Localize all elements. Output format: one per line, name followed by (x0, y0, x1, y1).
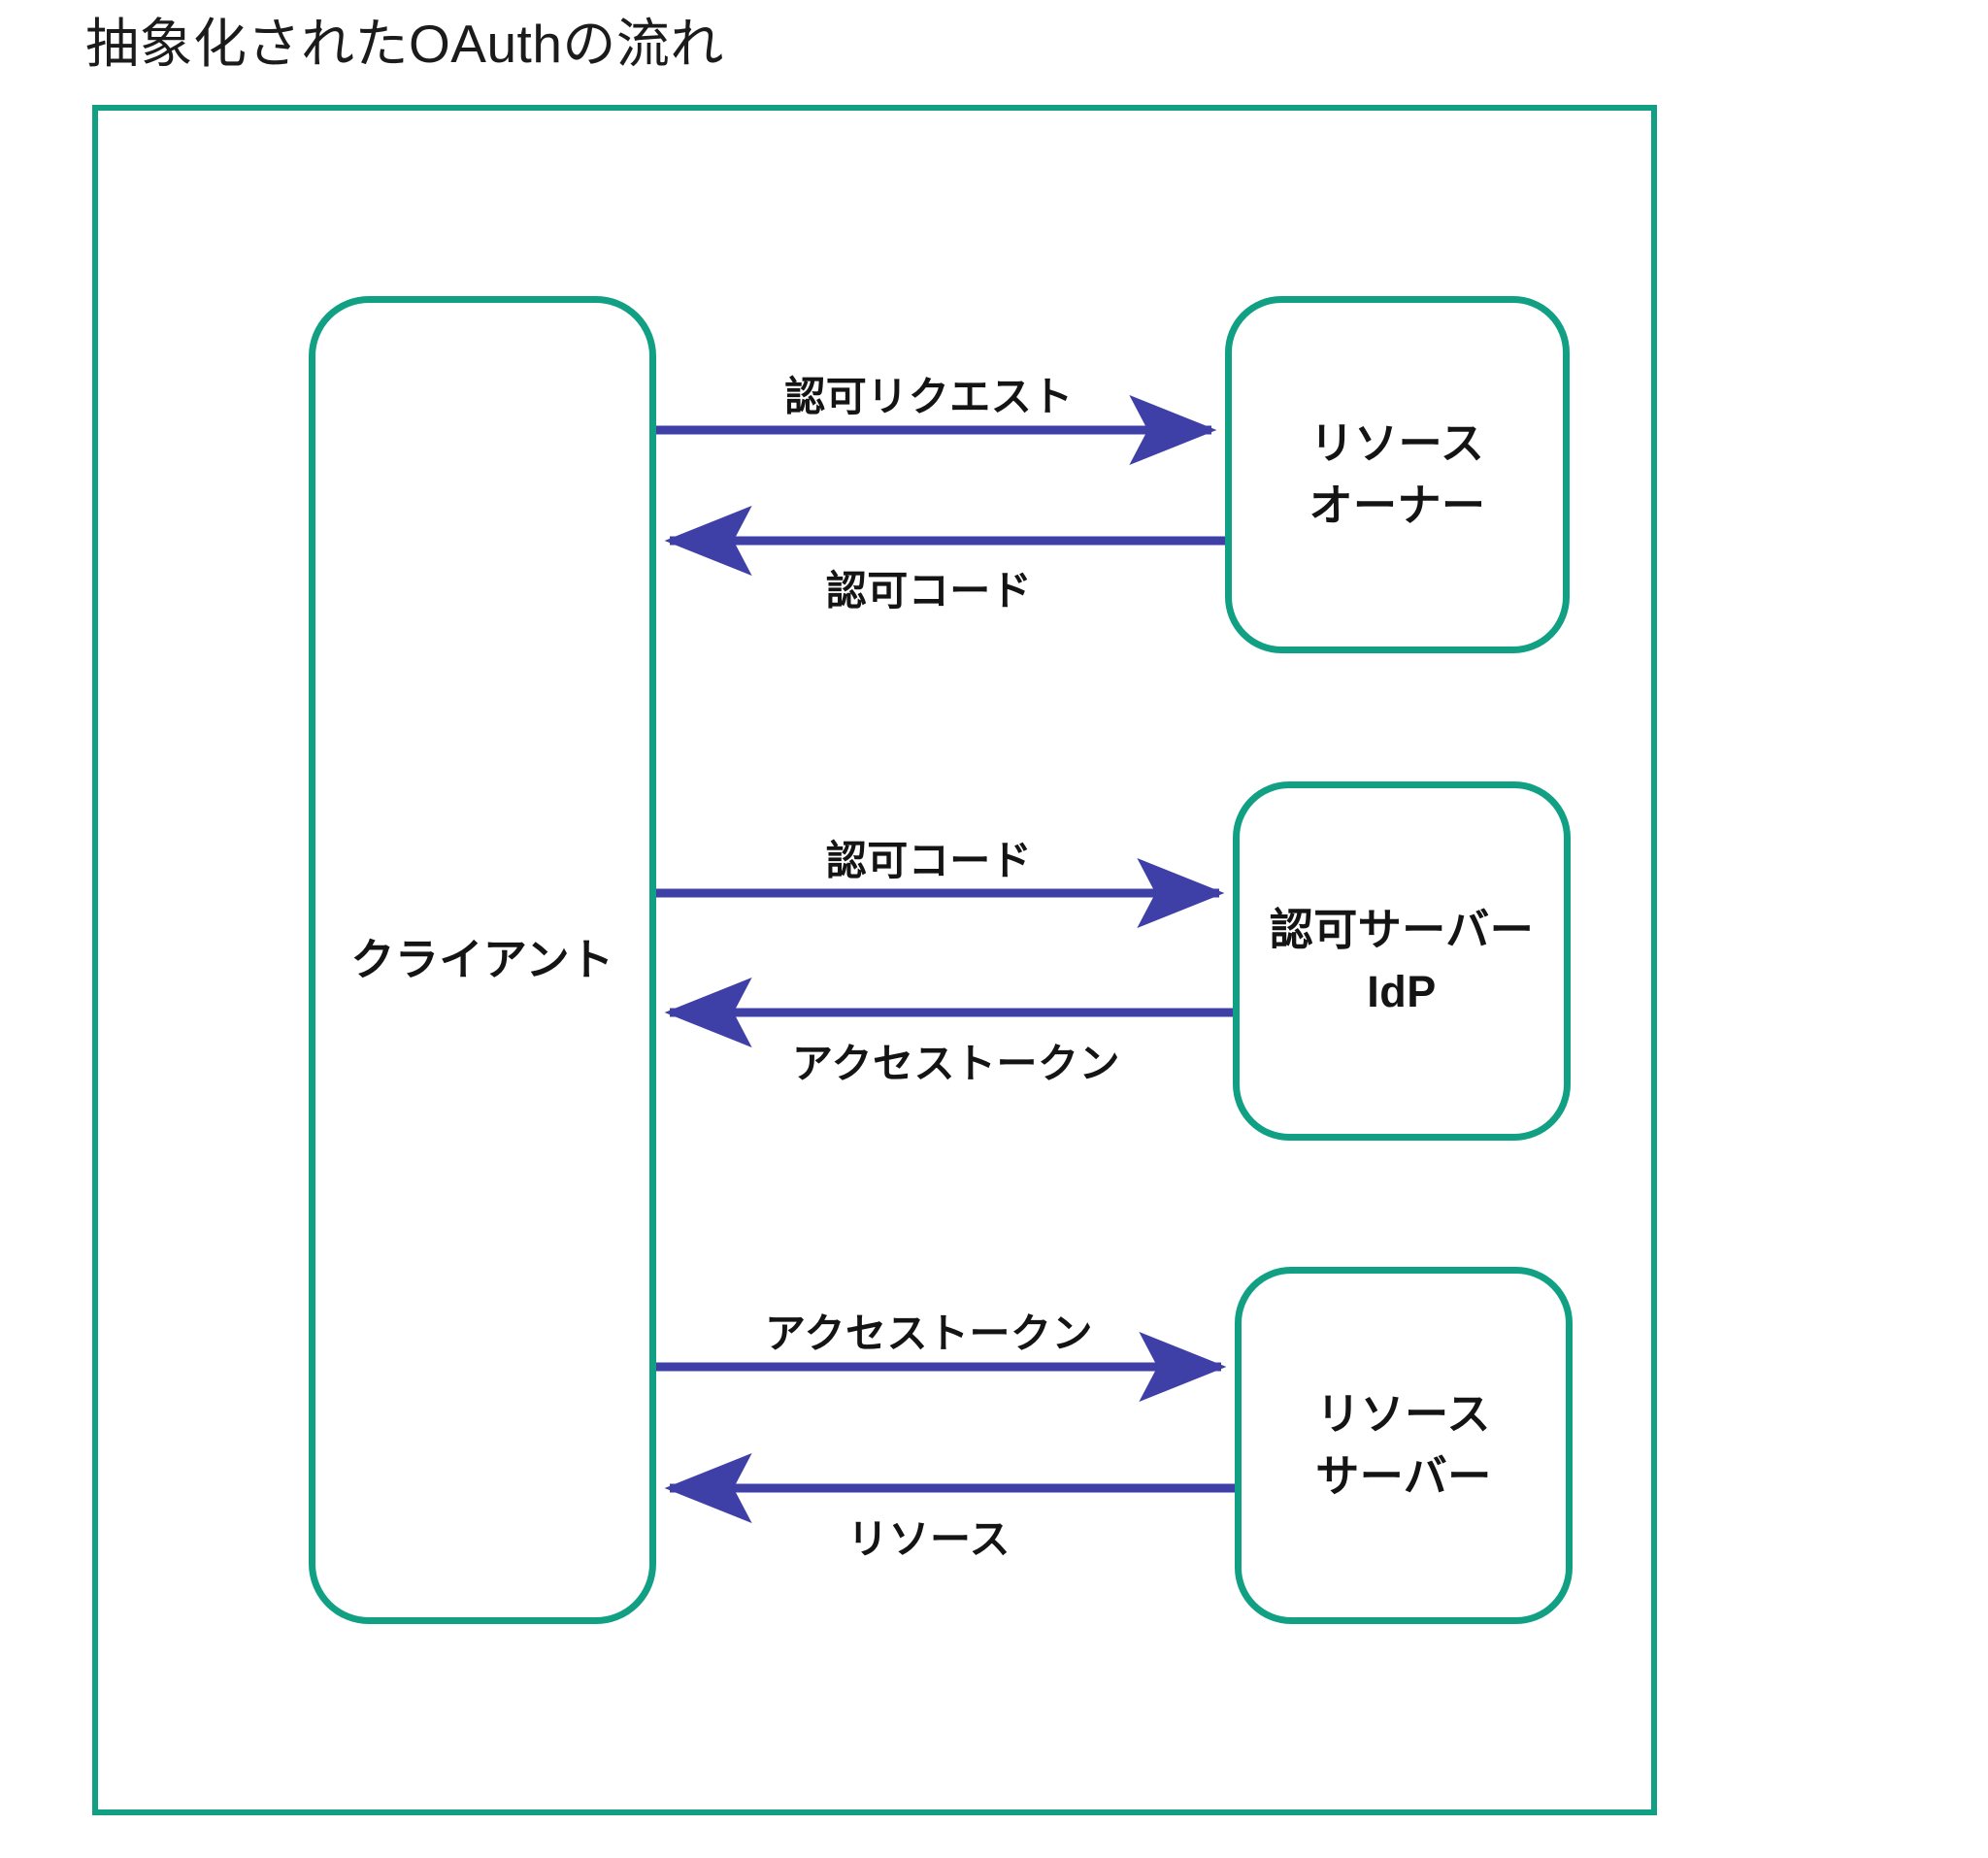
edge-label-auth-code-ro: 認可コード (825, 568, 1033, 614)
node-resource-owner-label: リソース オーナー (1309, 418, 1486, 530)
node-auth-server-label: 認可サーバー IdP (1269, 905, 1535, 1016)
node-client[interactable]: クライアント (309, 296, 656, 1624)
edge-label-resource: リソース (847, 1516, 1011, 1562)
page-title: 抽象化されたOAuthの流れ (85, 14, 724, 74)
edge-label-auth-request: 認可リクエスト (784, 374, 1074, 419)
node-client-label: クライアント (350, 935, 614, 985)
edge-label-access-token-rs: アクセストークン (765, 1311, 1093, 1356)
node-resource-owner[interactable]: リソース オーナー (1225, 296, 1570, 653)
diagram-frame (92, 105, 1657, 1815)
node-auth-server[interactable]: 認可サーバー IdP (1233, 781, 1571, 1141)
edge-label-auth-code-as: 認可コード (825, 838, 1033, 883)
edge-label-access-token-as: アクセストークン (792, 1041, 1120, 1086)
node-resource-server[interactable]: リソース サーバー (1235, 1267, 1573, 1624)
node-resource-server-label: リソース サーバー (1315, 1389, 1492, 1501)
